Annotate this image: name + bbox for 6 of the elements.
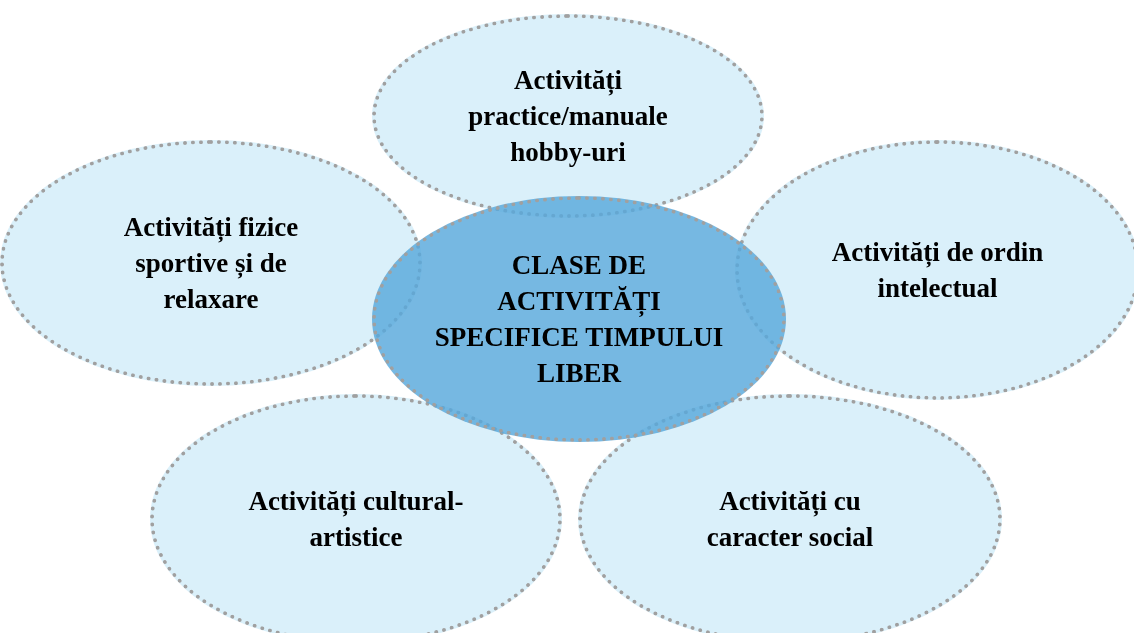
petal-label: Activități de ordin intelectual — [830, 236, 1045, 305]
petal-label: Activități practice/manuale hobby-uri — [467, 64, 669, 169]
petal-label: Activități cultural-artistice — [247, 485, 465, 554]
center-title: CLASE DE ACTIVITĂȚI SPECIFICE TIMPULUI LIBER — [433, 249, 725, 390]
petal-label: Activități cu caracter social — [705, 485, 875, 554]
petal-label: Activități fizice sportive și de relaxare — [122, 211, 300, 316]
